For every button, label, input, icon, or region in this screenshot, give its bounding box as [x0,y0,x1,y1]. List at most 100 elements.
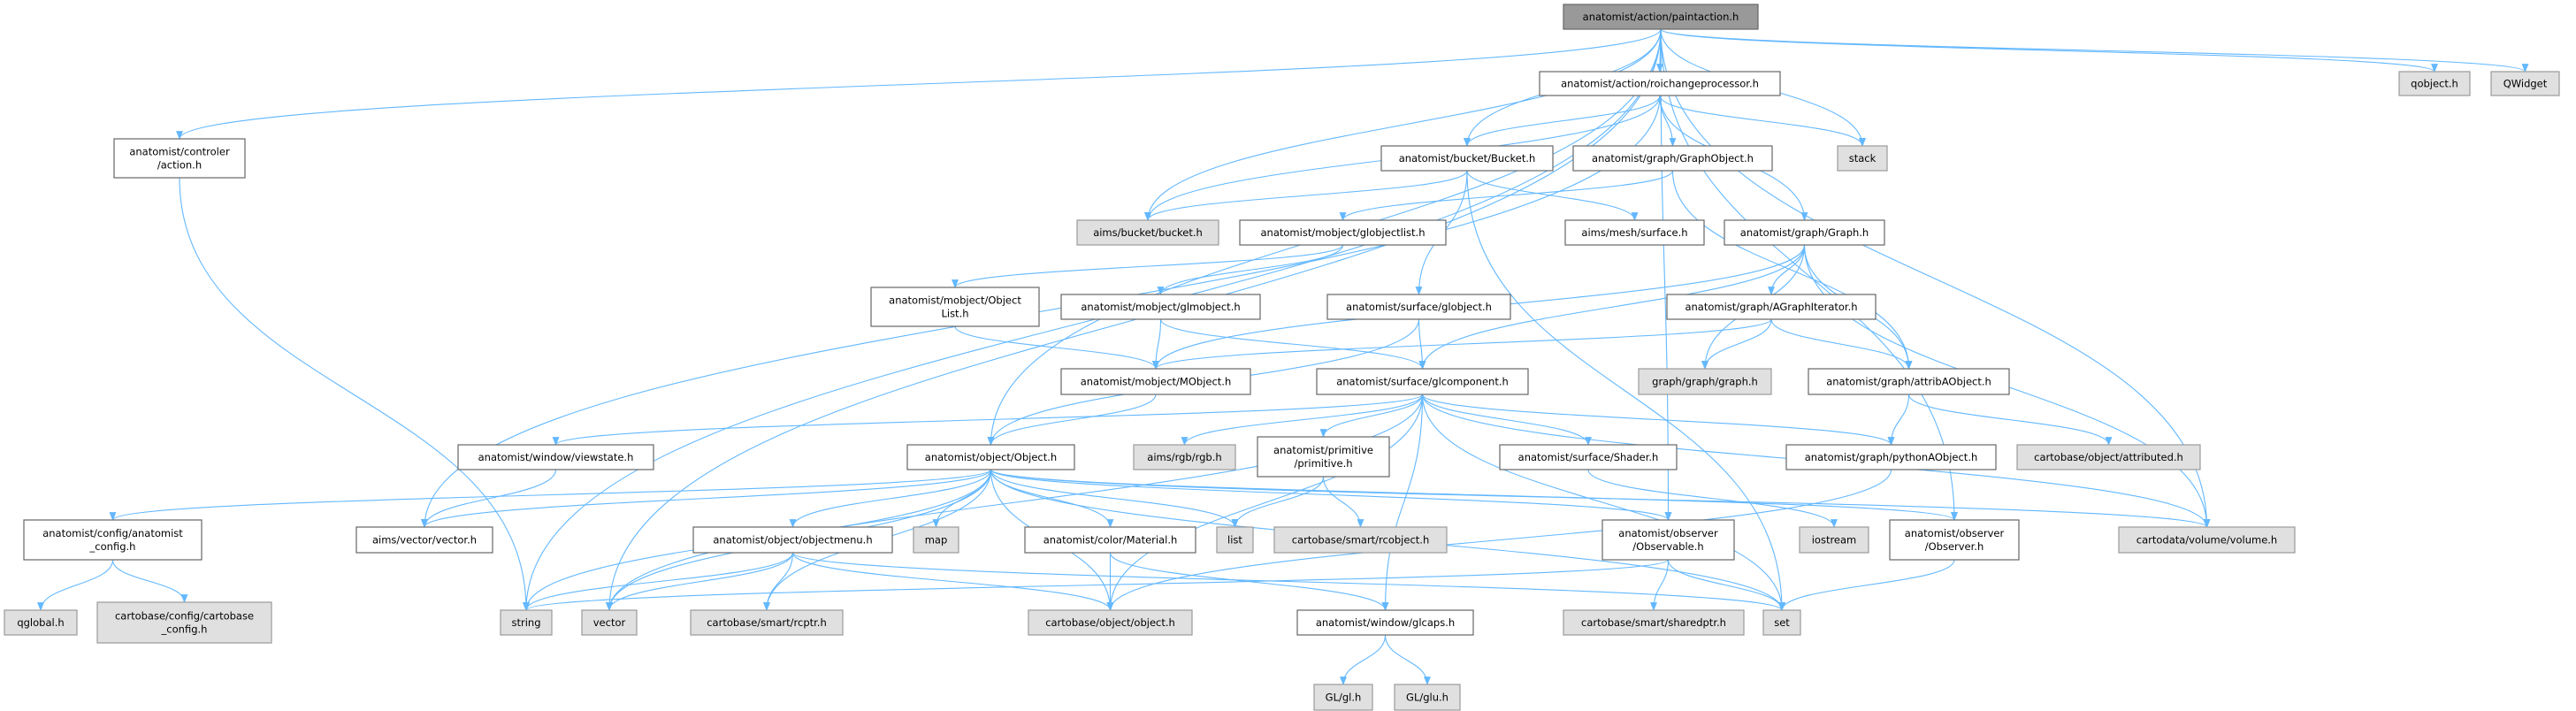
edge-glcaps-to-GL_glu [1384,634,1431,685]
edges-layer [37,28,2529,685]
node-bucket_Bucket[interactable]: anatomist/bucket/Bucket.h [1380,145,1554,172]
node-glcomponent[interactable]: anatomist/surface/glcomponent.h [1316,368,1529,395]
node-AGraphIterator[interactable]: anatomist/graph/AGraphIterator.h [1666,294,1877,320]
node-label: anatomist/color/Material.h [1043,534,1178,547]
node-label: cartodata/volume/volume.h [2136,534,2277,547]
node-viewstate[interactable]: anatomist/window/viewstate.h [457,444,654,470]
node-label: map [925,534,948,547]
node-label: anatomist/mobject/Object [889,294,1021,307]
node-graph_GraphObject[interactable]: anatomist/graph/GraphObject.h [1572,145,1773,172]
node-Observable[interactable]: anatomist/observer/Observable.h [1601,519,1735,561]
node-label: anatomist/surface/Shader.h [1518,451,1659,463]
node-list[interactable]: list [1216,526,1254,554]
edge-Object-to-list [990,469,1239,528]
node-anatomist_config[interactable]: anatomist/config/anatomist_config.h [23,519,203,561]
node-label: aims/bucket/bucket.h [1093,226,1203,239]
node-box [1889,519,2020,561]
node-label: anatomist/graph/pythonAObject.h [1805,451,1978,463]
node-rcobject[interactable]: cartobase/smart/rcobject.h [1273,526,1448,554]
node-label: anatomist/controler [129,146,230,158]
node-label: anatomist/mobject/glmobject.h [1081,301,1240,313]
node-MObject[interactable]: anatomist/mobject/MObject.h [1060,368,1251,395]
node-Object[interactable]: anatomist/object/Object.h [906,444,1075,470]
node-pythonAObject[interactable]: anatomist/graph/pythonAObject.h [1785,444,1997,470]
edge-graph_Graph-to-AGraphIterator [1768,244,1806,295]
node-label: /action.h [157,159,202,172]
edge-objectmenu-to-set [791,552,1785,611]
node-label: aims/vector/vector.h [372,534,477,547]
node-attributed[interactable]: cartobase/object/attributed.h [2016,444,2201,470]
edge-Object-to-Material [990,469,1114,528]
node-label: /primitive.h [1294,457,1352,470]
node-globjectlist[interactable]: anatomist/mobject/globjectlist.h [1239,219,1447,246]
edge-Observable-to-string [523,559,1670,611]
node-label: qobject.h [2411,78,2458,90]
node-aims_vector[interactable]: aims/vector/vector.h [355,526,493,554]
edge-objectmenu-to-string [523,552,794,611]
node-map[interactable]: map [913,526,959,554]
edge-roichangeprocessor-to-bucket_Bucket [1464,95,1661,147]
node-QWidget[interactable]: QWidget [2490,71,2560,96]
node-cartobase_config[interactable]: cartobase/config/cartobase_config.h [96,601,272,644]
node-rgb[interactable]: aims/rgb/rgb.h [1133,444,1236,470]
node-box [1638,368,1772,395]
node-glmobject[interactable]: anatomist/mobject/glmobject.h [1060,294,1261,320]
node-box [1666,294,1877,320]
node-label: anatomist/observer [1905,527,2005,539]
node-glcaps[interactable]: anatomist/window/glcaps.h [1296,609,1474,636]
node-graph_graph[interactable]: graph/graph/graph.h [1638,368,1772,395]
edge-roichangeprocessor-to-stack [1659,95,1866,147]
edge-glcomponent-to-rgb [1181,394,1424,446]
node-box [906,444,1075,470]
node-box [913,526,959,554]
node-Shader[interactable]: anatomist/surface/Shader.h [1499,444,1678,470]
node-label: anatomist/surface/globject.h [1346,301,1492,313]
node-stack[interactable]: stack [1837,145,1888,172]
node-box [113,138,246,179]
node-box [1296,609,1474,636]
edge-anatomist_config-to-qglobal [37,559,114,611]
node-graph_Graph[interactable]: anatomist/graph/Graph.h [1724,219,1885,246]
node-box [1837,145,1888,172]
node-attribAObject[interactable]: anatomist/graph/attribAObject.h [1808,368,2010,395]
node-label: _config.h [89,540,136,553]
node-GL_glu[interactable]: GL/glu.h [1394,684,1461,711]
node-controler_action[interactable]: anatomist/controler/action.h [113,138,246,179]
node-sharedptr[interactable]: cartobase/smart/sharedptr.h [1563,609,1745,636]
node-iostream[interactable]: iostream [1799,526,1869,554]
node-qobject[interactable]: qobject.h [2398,71,2471,96]
edge-glcomponent-to-pythonAObject [1421,394,1895,446]
nodes-layer: anatomist/action/paintaction.h anatomist/… [4,4,2560,711]
node-rcptr[interactable]: cartobase/smart/rcptr.h [690,609,844,636]
edge-Observable-to-set [1667,559,1785,611]
node-volume[interactable]: cartodata/volume/volume.h [2118,526,2296,554]
node-qglobal[interactable]: qglobal.h [4,609,78,636]
node-aims_surface[interactable]: aims/mesh/surface.h [1564,219,1705,246]
edge-anatomist_config-to-cartobase_config [111,559,188,603]
edge-primitive-to-rcobject [1322,476,1364,528]
node-set[interactable]: set [1762,609,1801,636]
edge-glcaps-to-GL_gl [1340,634,1387,685]
node-cartobase_object[interactable]: cartobase/object/object.h [1028,609,1193,636]
node-paintaction[interactable]: anatomist/action/paintaction.h [1563,4,1759,30]
node-globject[interactable]: anatomist/surface/globject.h [1326,294,1511,320]
node-label: anatomist/surface/glcomponent.h [1336,376,1509,388]
edge-graph_Graph-to-glcomponent [1418,244,1806,370]
node-vector[interactable]: vector [581,609,638,636]
node-box [1216,526,1254,554]
node-aims_bucket[interactable]: aims/bucket/bucket.h [1076,219,1219,246]
node-Material[interactable]: anatomist/color/Material.h [1024,526,1196,554]
edge-primitive-to-list [1231,476,1325,528]
edge-AGraphIterator-to-graph_graph [1701,318,1772,370]
node-box [23,519,203,561]
edge-viewstate-to-aims_vector [421,469,557,528]
node-objectmenu[interactable]: anatomist/object/objectmenu.h [692,526,893,554]
node-roichangeprocessor[interactable]: anatomist/action/roichangeprocessor.h [1539,71,1781,96]
node-GL_gl[interactable]: GL/gl.h [1313,684,1373,711]
node-string[interactable]: string [500,609,553,636]
node-box [1785,444,1997,470]
node-Observer[interactable]: anatomist/observer/Observer.h [1889,519,2020,561]
node-primitive[interactable]: anatomist/primitive/primitive.h [1257,436,1390,478]
edge-Observer-to-set [1778,559,1955,611]
